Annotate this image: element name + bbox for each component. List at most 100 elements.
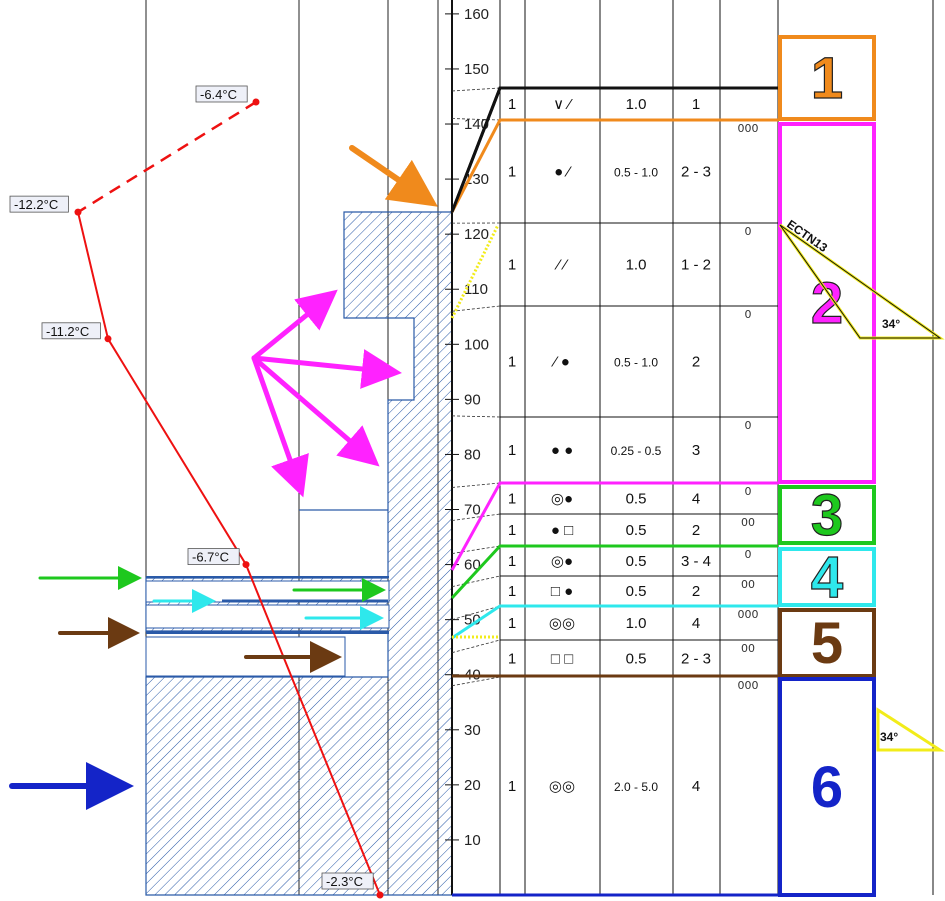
layer-moisture-7: 0: [745, 548, 752, 561]
layer-moisture-5: 0: [745, 485, 752, 498]
axis-tick-label-160: 160: [464, 6, 489, 23]
layer-grain-2: ⁄ ⁄: [553, 257, 569, 274]
layer-connector-8: [451, 575, 501, 587]
temperature-label-box-4: [321, 872, 374, 890]
layer-hardness-code-1: 1: [508, 164, 516, 181]
layer-grain-0: ∨ ⁄: [553, 96, 573, 113]
arrow-magenta-2: [251, 349, 402, 389]
temperature-label-2: -11.2°C: [46, 324, 89, 339]
axis-tick-label-50: 50: [464, 612, 481, 629]
section-box-3: [778, 485, 876, 545]
arrow-magenta-1: [251, 289, 338, 361]
section-label-5: 5: [811, 611, 843, 676]
layer-hardness-code-11: 1: [508, 778, 516, 795]
layer-hardness-5: 4: [692, 491, 700, 508]
layer-connector-4: [451, 415, 501, 418]
temperature-point-3: [242, 561, 250, 569]
section-outline-top: [450, 86, 778, 213]
axis-tick-label-90: 90: [464, 391, 481, 408]
layer-moisture-11: 000: [738, 679, 759, 692]
axis-tick-label-10: 10: [464, 832, 481, 849]
layer-hardness-code-9: 1: [508, 615, 516, 632]
layer-hardness-7: 3 - 4: [681, 553, 711, 570]
stability-angle-1: 34°: [882, 317, 900, 331]
arrow-magenta-4: [251, 355, 309, 498]
layer-hardness-10: 2 - 3: [681, 651, 711, 668]
layer-hardness-0: 1: [692, 96, 700, 113]
layer-size-7: 0.5: [626, 553, 647, 570]
section-outline-2: [450, 118, 778, 213]
layer-hardness-code-6: 1: [508, 522, 516, 539]
layer-size-11: 2.0 - 5.0: [614, 780, 658, 794]
layer-moisture-2: 0: [745, 225, 752, 238]
thin-layer-upper: [146, 576, 389, 578]
arrow-orange-0: [349, 145, 438, 207]
layer-size-4: 0.25 - 0.5: [611, 444, 662, 458]
layer-grain-4: ● ●: [551, 442, 573, 459]
layer-moisture-9: 000: [738, 608, 759, 621]
layer-moisture-3: 0: [745, 308, 752, 321]
section-label-6: 6: [811, 755, 843, 820]
layer-size-5: 0.5: [626, 491, 647, 508]
layer-moisture-6: 00: [741, 516, 755, 529]
layer-grain-1: ● ⁄: [554, 164, 572, 181]
layer-hardness-8: 2: [692, 583, 700, 600]
stability-test-label-1: ECTN13: [784, 217, 830, 255]
layer-connector-7: [451, 545, 501, 554]
axis-tick-label-80: 80: [464, 446, 481, 463]
layer-grain-8: □ ●: [551, 583, 573, 600]
layer-hardness-code-8: 1: [508, 583, 516, 600]
layer-connector-11: [451, 676, 501, 687]
axis-tick-label-100: 100: [464, 336, 489, 353]
layer-moisture-8: 00: [741, 578, 755, 591]
temperature-segment-1: [77, 211, 109, 340]
section-outline-4: [450, 544, 778, 600]
layer-hardness-3: 2: [692, 354, 700, 371]
temperature-segment-air: [77, 100, 257, 214]
temperature-label-4: -2.3°C: [326, 874, 363, 889]
arrow-magenta-3: [251, 355, 380, 467]
layer-hardness-6: 2: [692, 522, 700, 539]
temperature-point-2: [104, 335, 112, 343]
temperature-point-4: [376, 891, 384, 899]
axis-tick-label-110: 110: [464, 281, 488, 298]
section-label-2: 2: [811, 271, 843, 336]
temperature-label-box-1: [9, 195, 69, 213]
layer-hardness-4: 3: [692, 442, 700, 459]
section-outline-5: [451, 604, 778, 640]
section-box-4: [778, 547, 876, 607]
weak-layer-marker-1: [450, 224, 500, 319]
layer-size-8: 0.5: [626, 583, 647, 600]
section-outline-3: [450, 481, 778, 571]
layer-hardness-11: 4: [692, 778, 700, 795]
temperature-point-1: [74, 208, 82, 216]
layer-hardness-1: 2 - 3: [681, 164, 711, 181]
axis-tick-label-20: 20: [464, 777, 481, 794]
section-label-3: 3: [811, 483, 843, 548]
layer-connector-10: [451, 639, 501, 654]
temperature-segment-2: [107, 338, 247, 566]
temperature-label-box-3: [187, 548, 240, 565]
layer-size-0: 1.0: [626, 96, 647, 113]
layer-hardness-code-5: 1: [508, 491, 516, 508]
temperature-label-3: -6.7°C: [192, 550, 229, 565]
layer-hardness-2: 1 - 2: [681, 257, 711, 274]
layer-grain-10: □ □: [551, 651, 573, 668]
layer-moisture-4: 0: [745, 419, 752, 432]
annotations: 1 2 3 4 5 6 ECTN13 34° 34°: [9, 35, 945, 897]
layer-connector-0: [451, 87, 501, 92]
layer-hardness-code-10: 1: [508, 651, 516, 668]
layer-size-10: 0.5: [626, 651, 647, 668]
layer-connector-6: [451, 513, 501, 521]
layer-moisture-1: 000: [738, 122, 759, 135]
axis-tick-label-70: 70: [464, 502, 481, 519]
layer-grain-9: ◎◎: [549, 615, 575, 632]
layer-moisture-10: 00: [741, 642, 755, 655]
layer-connector-1: [451, 118, 501, 121]
layer-grain-5: ◎●: [551, 491, 573, 508]
layer-size-9: 1.0: [626, 615, 647, 632]
layer-size-1: 0.5 - 1.0: [614, 166, 658, 180]
layer-size-3: 0.5 - 1.0: [614, 356, 658, 370]
stability-angle-2: 34°: [880, 730, 898, 744]
